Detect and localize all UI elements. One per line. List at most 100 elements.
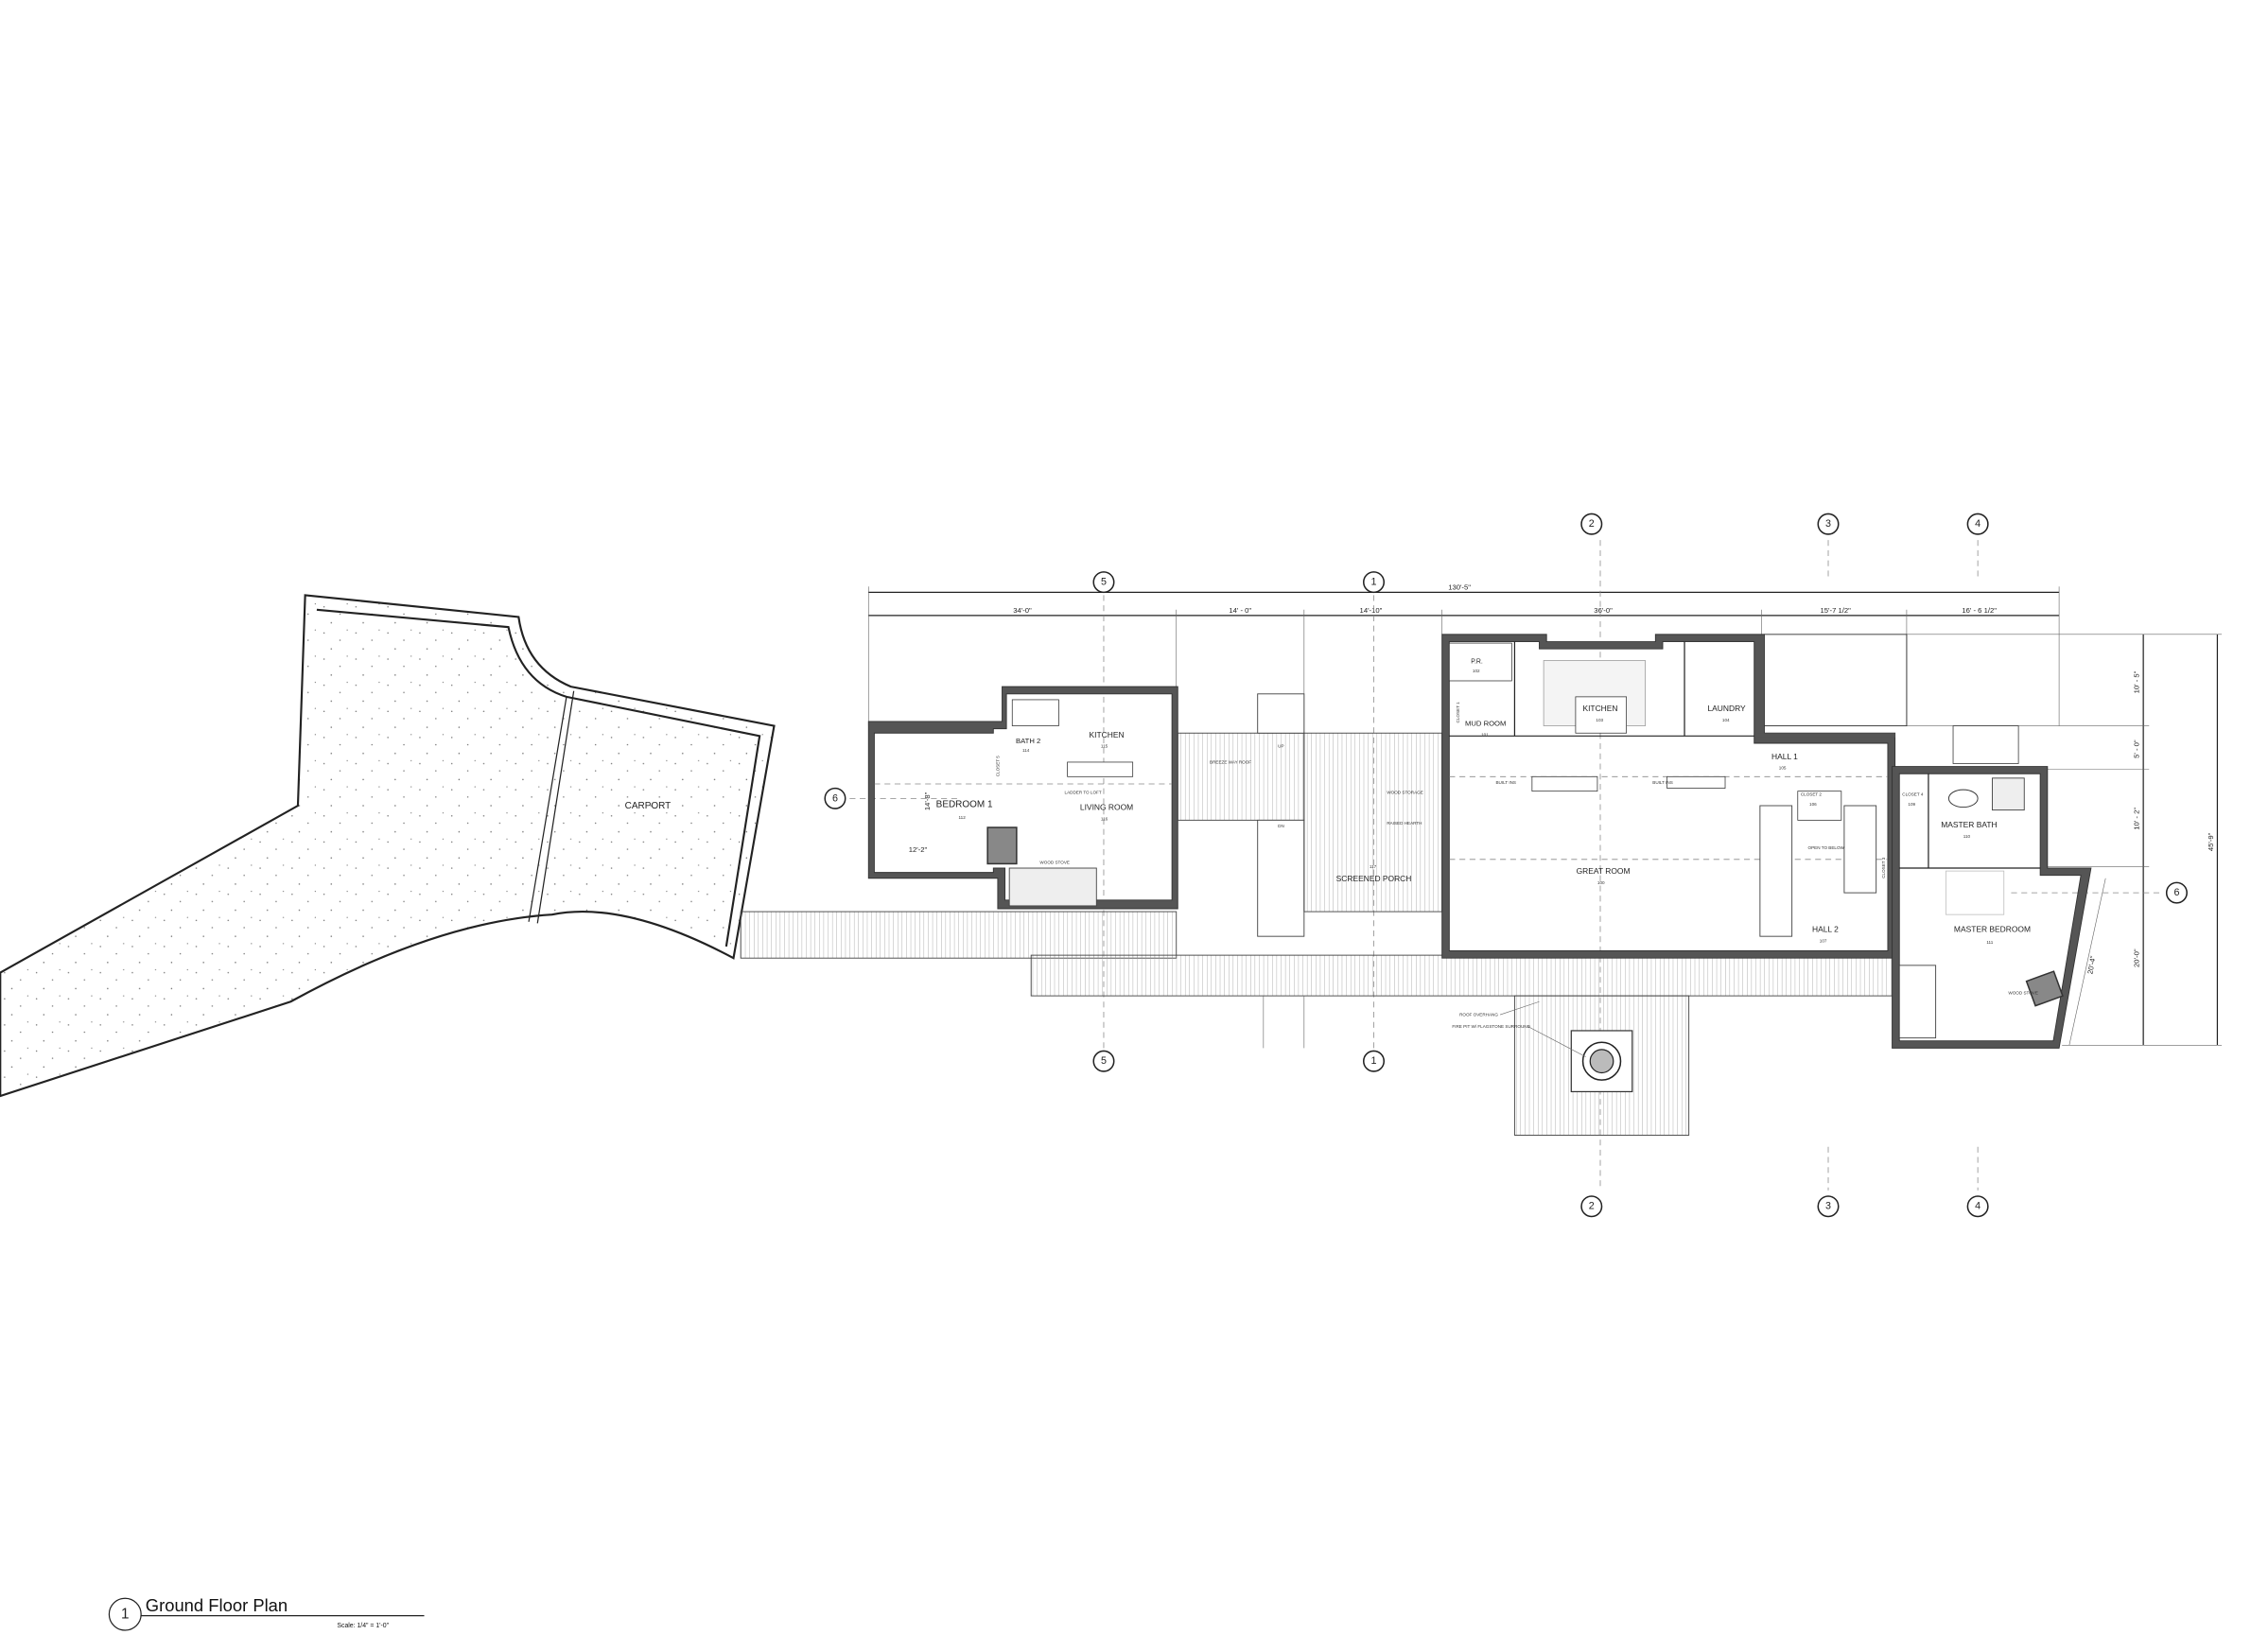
grid-bubble-4-bottom: 4 [1966, 1195, 1989, 1218]
grid-bubble-1-top: 1 [1362, 571, 1386, 594]
room-tag: 117 [1370, 864, 1377, 869]
room-label-closet3: CLOSET 3 [1881, 857, 1886, 878]
room-tag: 110 [1963, 834, 1971, 839]
svg-text:2: 2 [1589, 518, 1595, 530]
dim-bedroom-width: 12'-2" [909, 845, 928, 854]
svg-text:3: 3 [1825, 518, 1831, 530]
note-open-to-below: OPEN TO BELOW [1808, 845, 1845, 850]
grid-bubble-3-bottom: 3 [1817, 1195, 1840, 1218]
guest-cabin: BEDROOM 1 112 12'-2" 14'-8" BATH 2 114 C… [867, 686, 1178, 910]
grid-bubble-2-top: 2 [1580, 513, 1603, 535]
svg-text:6: 6 [832, 792, 838, 804]
grid-bubble-2-bottom: 2 [1580, 1195, 1603, 1218]
dim-segment: 14'-10" [1360, 606, 1383, 615]
room-label-bath2: BATH 2 [1016, 737, 1040, 745]
drawing-title: Ground Floor Plan [146, 1595, 288, 1615]
room-label-master-bath: MASTER BATH [1941, 820, 1997, 829]
note-roof-overhang: ROOF OVERHANG [1459, 1013, 1498, 1017]
room-tag: 102 [1473, 669, 1480, 673]
top-dimensions: 130'-5" 34'-0" 14' - 0" 14'-10" 36'-0" 1… [867, 583, 2060, 734]
grid-bubbles: 5 5 1 1 2 2 3 3 4 4 6 6 [824, 513, 2188, 1218]
carport-driveway: CARPORT [0, 594, 776, 1098]
drawing-scale: Scale: 1/4" = 1'-0" [337, 1623, 389, 1629]
room-tag: 112 [958, 815, 966, 820]
note-wood-stove: WOOD STOVE [1039, 860, 1070, 864]
room-tag: 116 [1101, 816, 1108, 821]
room-label-closet2: CLOSET 2 [1801, 791, 1823, 796]
dim-right-overall: 45'-9" [2207, 832, 2215, 851]
grid-bubble-4-top: 4 [1966, 513, 1989, 535]
room-tag: 103 [1596, 718, 1603, 722]
breezeway: BREEZE WAY ROOF UP DN [1177, 693, 1305, 937]
svg-text:5: 5 [1101, 1055, 1107, 1067]
room-label-hall1: HALL 1 [1771, 752, 1798, 761]
room-label-closet5: CLOSET 5 [995, 756, 1000, 777]
room-label-great-room: GREAT ROOM [1577, 866, 1631, 876]
room-label-closet1: CLOSET 1 [1456, 702, 1460, 723]
room-tag: 107 [1820, 938, 1827, 943]
screened-porch: SCREENED PORCH 117 WOOD STORAGE RAISED H… [1303, 732, 1443, 913]
room-tag: 105 [1779, 766, 1787, 771]
room-tag: 109 [1908, 802, 1915, 807]
dim-bedroom-depth: 14'-8" [923, 791, 932, 810]
dim-right-segment: 10' - 5" [2133, 670, 2141, 693]
view-number-bubble [108, 1597, 142, 1631]
dim-right-segment: 20'-0" [2133, 948, 2141, 967]
room-label-screened-porch: SCREENED PORCH [1336, 874, 1412, 883]
drawing-title-block: 1 Ground Floor Plan Scale: 1/4" = 1'-0" [108, 1595, 425, 1631]
dim-segment: 14' - 0" [1229, 606, 1251, 615]
svg-text:4: 4 [1975, 1201, 1981, 1212]
dim-right-segment: 10' - 2" [2133, 808, 2141, 830]
view-number: 1 [121, 1607, 130, 1623]
note-fire-pit: FIRE PIT W/ FLAGSTONE SURROUND [1452, 1024, 1530, 1029]
room-label-kitchen-small: KITCHEN [1090, 730, 1125, 739]
note-up: UP [1278, 744, 1283, 749]
room-label-master-bedroom: MASTER BEDROOM [1954, 925, 2031, 934]
dim-master-wall: 20'-4" [2085, 955, 2097, 975]
dim-segment: 16' - 6 1/2" [1962, 606, 1997, 615]
svg-text:6: 6 [2173, 887, 2179, 898]
svg-text:1: 1 [1371, 577, 1377, 588]
note-built-ins: BUILT INS [1495, 780, 1516, 785]
dim-segment: 34'-0" [1013, 606, 1032, 615]
grid-bubble-1-bottom: 1 [1362, 1050, 1386, 1072]
grid-bubble-6-left: 6 [824, 787, 846, 809]
dim-overall: 130'-5" [1448, 583, 1471, 591]
room-label-hall2: HALL 2 [1812, 925, 1839, 934]
room-tag: 100 [1597, 880, 1605, 885]
note-breezeway-roof: BREEZE WAY ROOF [1210, 759, 1251, 764]
decks: ROOF OVERHANG FIRE PIT W/ FLAGSTONE SURR… [740, 911, 1896, 1136]
svg-text:1: 1 [1371, 1055, 1377, 1067]
room-label-closet4: CLOSET 4 [1902, 791, 1924, 796]
grid-bubble-5-top: 5 [1092, 571, 1115, 594]
note-wood-storage: WOOD STORAGE [1387, 791, 1422, 795]
main-house: BUILT INS BUILT INS P.R. 102 MUD ROOM 10… [1441, 634, 1908, 959]
room-tag: 115 [1101, 744, 1108, 749]
room-tag: 111 [1986, 940, 1993, 945]
grid-bubble-6-right: 6 [2165, 881, 2188, 904]
room-tag: 106 [1809, 802, 1817, 807]
dim-segment: 15'-7 1/2" [1821, 606, 1852, 615]
room-label-pr: P.R. [1471, 659, 1483, 666]
room-label-carport: CARPORT [625, 801, 672, 811]
room-label-living-room: LIVING ROOM [1080, 803, 1133, 812]
room-label-bedroom1: BEDROOM 1 [936, 800, 993, 810]
dim-right-segment: 5' - 0" [2133, 739, 2141, 758]
svg-text:2: 2 [1589, 1201, 1595, 1212]
grid-bubble-5-bottom: 5 [1092, 1050, 1115, 1072]
svg-text:5: 5 [1101, 577, 1107, 588]
room-label-mud-room: MUD ROOM [1465, 720, 1506, 728]
grid-bubble-3-top: 3 [1817, 513, 1840, 535]
room-label-laundry: LAUNDRY [1707, 704, 1746, 713]
svg-text:3: 3 [1825, 1201, 1831, 1212]
note-dn: DN [1278, 824, 1284, 828]
room-tag: 114 [1022, 748, 1030, 753]
note-raised-hearth: RAISED HEARTH [1387, 821, 1422, 826]
svg-text:4: 4 [1975, 518, 1981, 530]
right-dimensions: 10' - 5" 5' - 0" 10' - 2" 20'-0" 45'-9" [1906, 634, 2223, 1046]
note-built-ins: BUILT INS [1652, 780, 1673, 785]
room-tag: 101 [1481, 732, 1489, 737]
dim-segment: 36'-0" [1594, 606, 1613, 615]
master-suite: CLOSET 4 109 MASTER BATH 110 MASTER BEDR… [1892, 725, 2106, 1049]
